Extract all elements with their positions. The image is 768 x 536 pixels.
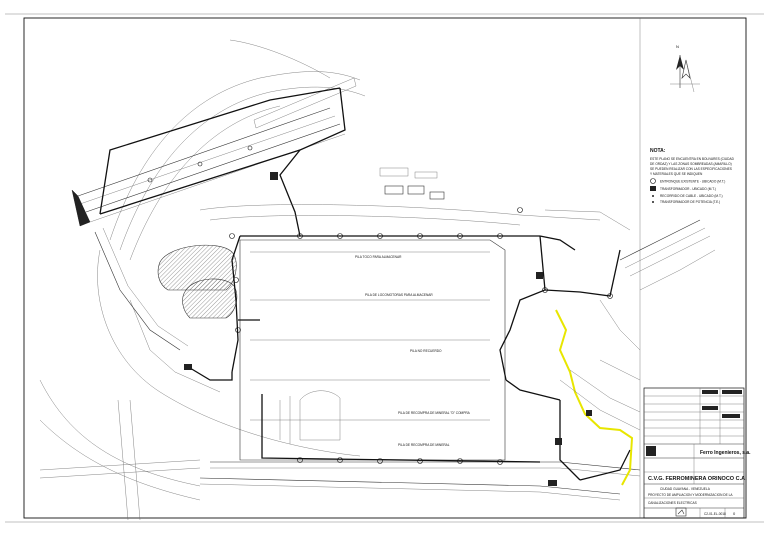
sheet-border bbox=[23, 17, 747, 519]
legend-item-3: RECORRIDO DE CABLE - UBICADO (M.T.) bbox=[660, 194, 723, 198]
company-logo-icon bbox=[675, 507, 687, 517]
label-pila-4: PILA DE RECOMPRA DE MINERAL "D" COMPRA bbox=[398, 411, 471, 415]
notes-title: NOTA: bbox=[650, 148, 666, 154]
rail-tracks bbox=[39, 399, 641, 521]
label-pila-5: PILA DE RECOMPRA DE MINERAL bbox=[398, 443, 450, 447]
legend-dot-icon bbox=[652, 195, 654, 197]
firm-name: Ferro Ingenieros, s.a. bbox=[700, 450, 751, 456]
title-block: Ferro Ingenieros, s.a. C.V.G. FERROMINER… bbox=[643, 387, 751, 519]
label-pila-top: PILA TOCO PARA ALMACENAR bbox=[355, 255, 402, 259]
revision-number: 0 bbox=[733, 511, 736, 516]
drawing-number: C2-01-EL-0018 bbox=[704, 512, 726, 516]
stockpile-2 bbox=[182, 278, 238, 319]
label-pila-3: PILA NO RECUERDO bbox=[410, 349, 442, 353]
notes-line-1: ESTE PLANO SE ENCUENTRA EN BOLIVARES (CI… bbox=[650, 157, 735, 161]
north-label: N bbox=[676, 44, 679, 49]
manhole-markers bbox=[147, 145, 613, 465]
buildings-top bbox=[199, 167, 631, 231]
legend-square-icon bbox=[650, 186, 656, 191]
legend-item-2: TRANSFORMADOR - UBICADO (M.T.) bbox=[660, 187, 716, 191]
legend-item-1: ENTRONQUE EXISTENTE - UBICADO (M.T.) bbox=[660, 180, 725, 184]
rail-yard-right bbox=[559, 219, 716, 431]
notes-block: NOTA: ESTE PLANO SE ENCUENTRA EN BOLIVAR… bbox=[650, 148, 735, 176]
stockyard-area bbox=[239, 239, 506, 461]
legend-dot-icon bbox=[652, 201, 654, 203]
highlighted-cable-route bbox=[555, 309, 634, 486]
company-subtitle: CIUDAD GUAYANA - VENEZUELA bbox=[660, 487, 711, 491]
legend-circle-icon bbox=[650, 178, 656, 184]
company-name: C.V.G. FERROMINERA ORINOCO C.A. bbox=[648, 476, 747, 482]
drawing-title: CANALIZACIONES ELECTRICAS bbox=[648, 501, 697, 505]
north-arrow: N bbox=[670, 44, 700, 93]
legend-item-4: TRANSFORMADOR DE POTENCIA (T.E.) bbox=[660, 200, 720, 204]
revision-table bbox=[646, 390, 742, 456]
project-title: PROYECTO DE AMPLIACION Y MODERNIZACION D… bbox=[648, 493, 733, 497]
notes-line-4: Y MATERIALES QUE SE INDIQUEN bbox=[650, 172, 703, 176]
conveyor-pier bbox=[71, 77, 357, 351]
notes-line-2: DE ORDAZ) Y LAS ZONAS SOMBREADAS (AMARIL… bbox=[650, 162, 732, 166]
cable-routing bbox=[99, 87, 631, 481]
transformer-markers bbox=[184, 172, 592, 486]
label-pila-2: PILA DE LOCOMOTORAS PARA ALMACENAR bbox=[365, 293, 433, 297]
notes-line-3: SE PUEDEN REALIZAR CON LAS ESPECIFICACIO… bbox=[650, 167, 732, 171]
legend: ENTRONQUE EXISTENTE - UBICADO (M.T.) TRA… bbox=[650, 178, 725, 204]
